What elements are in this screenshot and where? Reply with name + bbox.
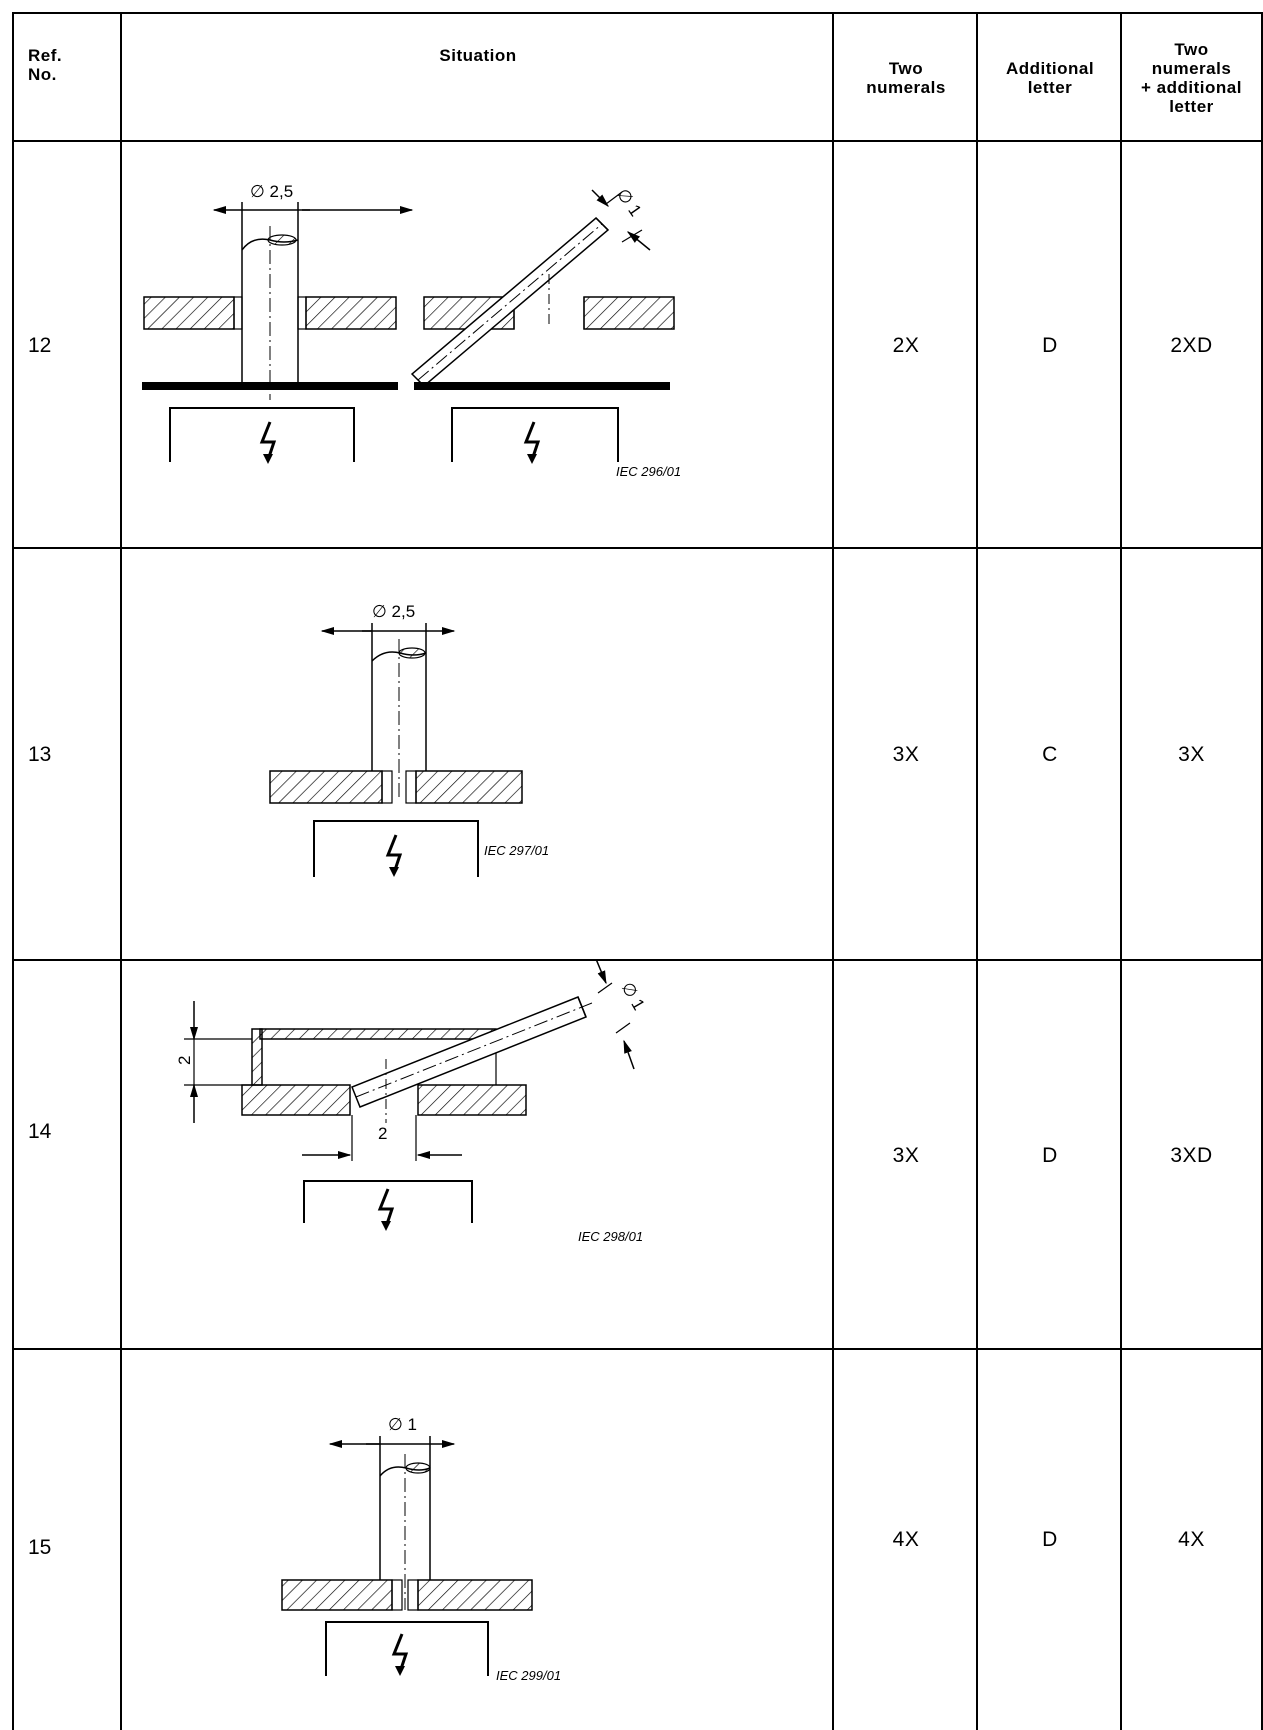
- table-row-ref: 13: [12, 547, 122, 961]
- header-two-numerals: Two numerals: [832, 12, 978, 142]
- combined-value: 4X: [1120, 1348, 1263, 1730]
- table-row-ref: 14: [12, 959, 122, 1350]
- ref-number: 12: [28, 333, 52, 357]
- situation-figure-cell: 2 ∅ 1 2 IEC 298/01: [120, 959, 834, 1350]
- two-numerals-value: 2X: [832, 140, 978, 549]
- figure-caption: IEC 298/01: [578, 1229, 643, 1244]
- two-numerals-value: 3X: [832, 959, 978, 1350]
- figure-15-drawing: ∅ 1 IEC 299/01: [281, 1415, 561, 1683]
- figure-caption: IEC 299/01: [496, 1668, 561, 1683]
- header-additional-letter: Additional letter: [976, 12, 1122, 142]
- dim-diameter-1: ∅ 1: [618, 979, 649, 1014]
- figure-caption: IEC 296/01: [616, 464, 681, 479]
- additional-letter-value: C: [976, 547, 1122, 961]
- two-numerals-value: 3X: [832, 547, 978, 961]
- header-situation: Situation: [120, 12, 834, 142]
- figure-13-drawing: ∅ 2,5 IEC 297/01: [269, 602, 549, 877]
- figure-12-drawing: ∅ 2,5 ∅ 1: [142, 182, 681, 479]
- dim-diameter-1: ∅ 1: [613, 185, 645, 220]
- situation-figure-cell: ∅ 2,5 IEC 297/01: [120, 547, 834, 961]
- ref-number: 14: [28, 1120, 52, 1144]
- additional-letter-value: D: [976, 1348, 1122, 1730]
- combined-value: 2XD: [1120, 140, 1263, 549]
- table-row-ref: 12: [12, 140, 122, 549]
- situation-figure-cell: ∅ 1 IEC 299/01: [120, 1348, 834, 1730]
- dim-diameter-2-5: ∅ 2,5: [250, 182, 293, 201]
- combined-value: 3XD: [1120, 959, 1263, 1350]
- ref-number: 15: [28, 1535, 52, 1559]
- situation-figure-cell: ∅ 2,5 ∅ 1: [120, 140, 834, 549]
- header-ref-no: Ref. No.: [12, 12, 122, 142]
- two-numerals-value: 4X: [832, 1348, 978, 1730]
- header-combined: Two numerals + additional letter: [1120, 12, 1263, 142]
- figure-14-drawing: 2 ∅ 1 2 IEC 298/01: [175, 961, 649, 1244]
- additional-letter-value: D: [976, 959, 1122, 1350]
- ref-number: 13: [28, 743, 52, 766]
- dim-opening-2: 2: [378, 1124, 387, 1143]
- dim-diameter-1: ∅ 1: [388, 1415, 417, 1434]
- table-row-ref: 15: [12, 1348, 122, 1730]
- classification-table: Ref. No. Situation Two numerals Addition…: [12, 12, 1263, 1730]
- dim-diameter-2-5: ∅ 2,5: [372, 602, 415, 621]
- additional-letter-value: D: [976, 140, 1122, 549]
- dim-gap-2: 2: [175, 1056, 194, 1065]
- figure-caption: IEC 297/01: [484, 843, 549, 858]
- combined-value: 3X: [1120, 547, 1263, 961]
